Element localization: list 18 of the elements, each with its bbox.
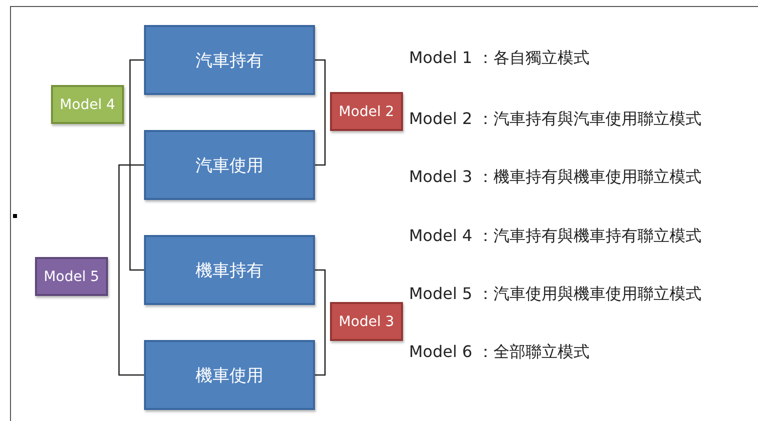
bracket-connector <box>315 269 326 376</box>
model-label-box: Model 2 <box>330 92 403 131</box>
model-description: Model 1 ：各自獨立模式 <box>409 48 590 69</box>
bracket-connector <box>315 59 326 166</box>
bracket-connector <box>129 59 144 271</box>
process-box: 機車使用 <box>144 340 315 410</box>
model-description: Model 2 ：汽車持有與汽車使用聯立模式 <box>409 109 702 130</box>
model-description: Model 6 ：全部聯立模式 <box>409 342 590 363</box>
process-box: 汽車持有 <box>144 25 315 95</box>
model-description: Model 5 ：汽車使用與機車使用聯立模式 <box>409 284 702 305</box>
process-box: 汽車使用 <box>144 130 315 200</box>
model-label-box: Model 5 <box>35 257 108 296</box>
model-label-box: Model 4 <box>51 85 124 124</box>
model-description: Model 4 ：汽車持有與機車持有聯立模式 <box>409 226 702 247</box>
model-label-box: Model 3 <box>330 302 403 341</box>
process-box: 機車持有 <box>144 235 315 305</box>
model-description: Model 3 ：機車持有與機車使用聯立模式 <box>409 167 702 188</box>
bracket-connector <box>118 164 144 376</box>
